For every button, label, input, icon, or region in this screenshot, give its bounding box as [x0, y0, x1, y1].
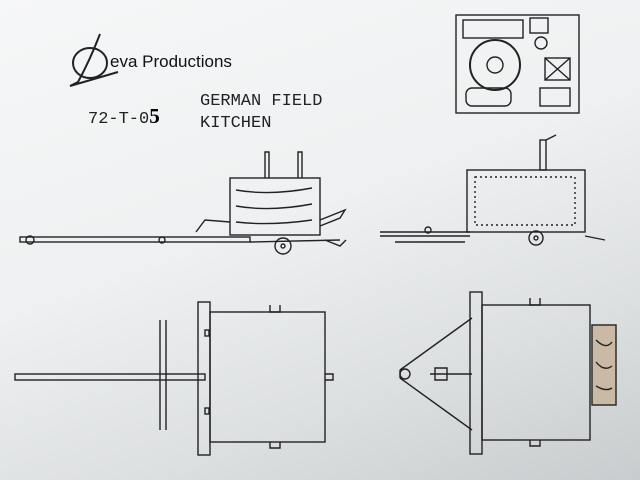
kit-code-suffix: 5	[149, 104, 160, 128]
kit-code: 72-T-05	[88, 104, 160, 129]
plan-view-right-drawing	[399, 291, 617, 455]
brand-name: eva Productions	[110, 52, 232, 71]
kit-code-prefix: 72-T-0	[88, 110, 150, 129]
side-view-right-drawing	[380, 134, 606, 246]
top-view-interior-drawing	[455, 14, 580, 114]
deva-logo	[69, 33, 119, 87]
kit-title-line2: KITCHEN	[200, 114, 272, 133]
kit-title-line1: GERMAN FIELD	[200, 92, 323, 111]
plan-view-left-drawing	[14, 301, 334, 456]
side-view-left-drawing	[19, 151, 347, 255]
